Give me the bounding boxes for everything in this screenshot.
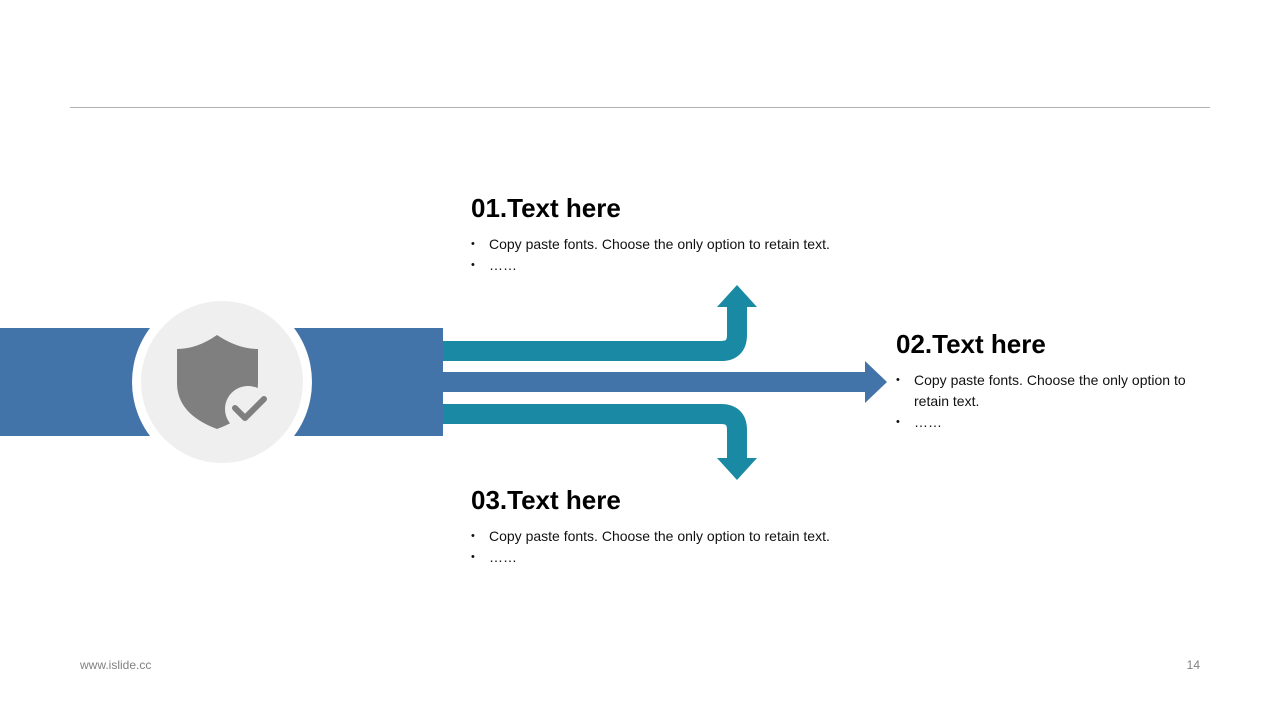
- arrow-right-head: [865, 361, 887, 403]
- bullet-list-01: Copy paste fonts. Choose the only option…: [471, 234, 891, 276]
- arrow-down-branch: [443, 404, 757, 480]
- arrow-right-branch: [443, 361, 887, 403]
- shield-check-icon: [177, 335, 271, 432]
- top-divider: [70, 107, 1210, 108]
- arrow-up-head: [717, 285, 757, 307]
- bullet-item: ……: [896, 412, 1210, 433]
- bullet-item: Copy paste fonts. Choose the only option…: [471, 526, 891, 547]
- block-title-01: 01.Text here: [471, 193, 621, 223]
- arrow-right-shaft: [443, 372, 867, 392]
- bullet-item: Copy paste fonts. Choose the only option…: [471, 234, 891, 255]
- check-badge: [225, 386, 271, 432]
- page-number: 14: [1186, 658, 1200, 672]
- arrow-down-shaft: [443, 404, 747, 461]
- text-block-03: 03.Text here Copy paste fonts. Choose th…: [471, 485, 891, 568]
- text-block-02: 02.Text here Copy paste fonts. Choose th…: [896, 329, 1210, 433]
- footer-url[interactable]: www.islide.cc: [80, 658, 152, 672]
- arrow-up-branch: [443, 285, 757, 361]
- bullet-item: ……: [471, 547, 891, 568]
- bullet-list-02: Copy paste fonts. Choose the only option…: [896, 370, 1210, 433]
- block-title-02: 02.Text here: [896, 329, 1046, 359]
- bullet-item: ……: [471, 255, 891, 276]
- block-title-03: 03.Text here: [471, 485, 621, 515]
- bullet-item: Copy paste fonts. Choose the only option…: [896, 370, 1210, 412]
- bullet-list-03: Copy paste fonts. Choose the only option…: [471, 526, 891, 568]
- check-icon: [232, 396, 267, 421]
- text-block-01: 01.Text here Copy paste fonts. Choose th…: [471, 193, 891, 276]
- arrow-down-head: [717, 458, 757, 480]
- arrow-up-shaft: [443, 303, 747, 361]
